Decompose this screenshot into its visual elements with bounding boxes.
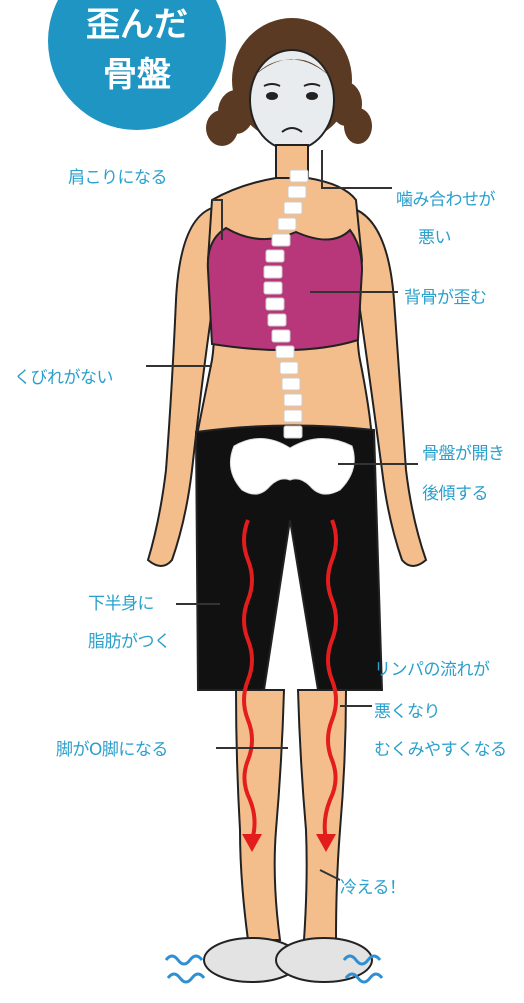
right-leg bbox=[298, 690, 346, 940]
left-leg bbox=[236, 690, 284, 940]
label-pelvis-line1: 骨盤が開き bbox=[422, 446, 505, 463]
label-cold: 冷える！ bbox=[340, 880, 406, 897]
label-legs: 脚がO脚になる bbox=[56, 742, 168, 759]
label-lymph-line2: 悪くなり bbox=[374, 704, 440, 721]
label-bite-line2: 悪い bbox=[418, 230, 451, 247]
label-spine: 背骨が歪む bbox=[404, 290, 487, 307]
label-bite-line1: 噛み合わせが bbox=[396, 192, 495, 209]
label-waist: くびれがない bbox=[14, 370, 113, 387]
badge-title-line2: 骨盤 bbox=[48, 58, 226, 92]
badge-title-line1: 歪んだ bbox=[48, 8, 226, 42]
face bbox=[250, 50, 334, 150]
label-lymph-line1: リンパの流れが bbox=[374, 662, 490, 679]
label-shoulder: 肩こりになる bbox=[68, 170, 167, 187]
label-lymph-line3: むくみやすくなる bbox=[374, 742, 507, 759]
label-fat-line2: 脂肪がつく bbox=[88, 634, 171, 651]
label-fat-line1: 下半身に bbox=[88, 596, 154, 613]
label-pelvis-line2: 後傾する bbox=[422, 486, 488, 503]
